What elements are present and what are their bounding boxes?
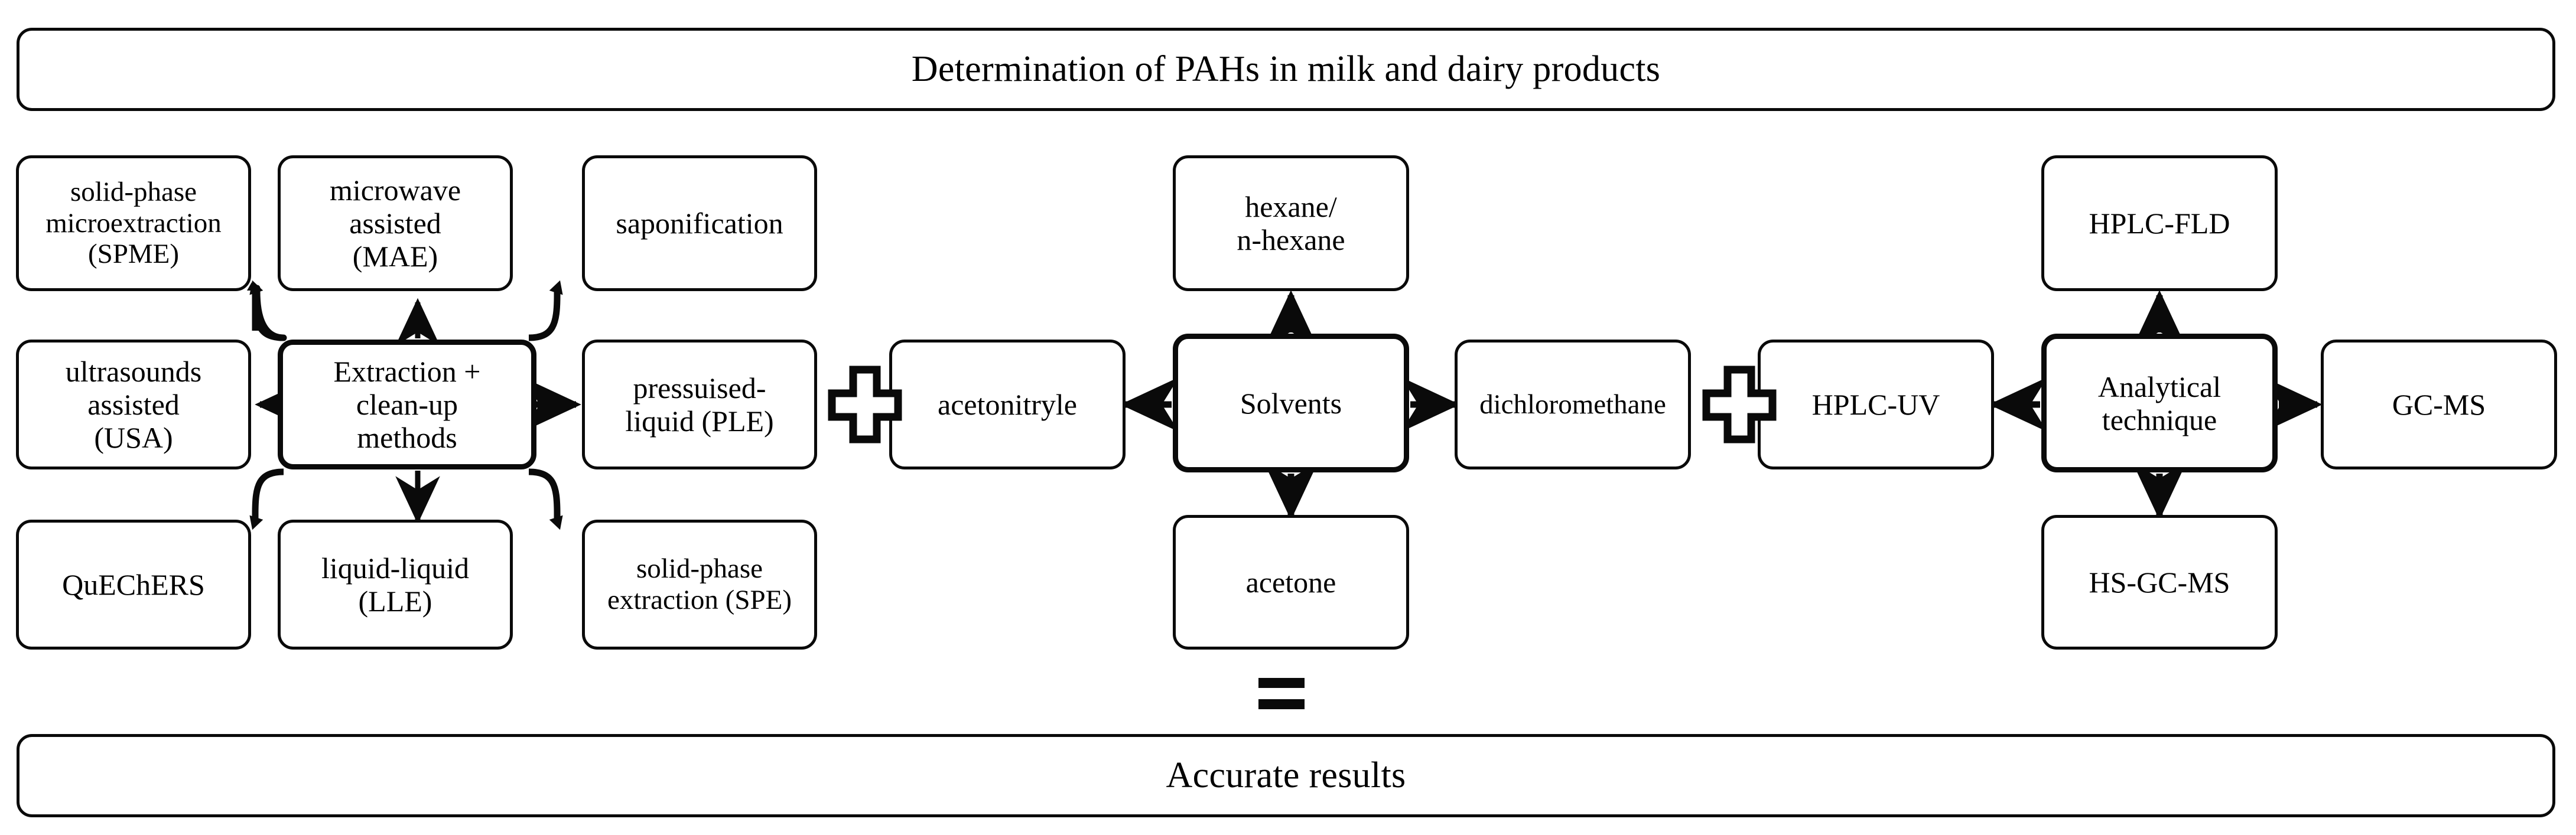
result-banner-label: Accurate results — [1166, 755, 1406, 796]
node-hs-gc-ms[interactable]: HS-GC-MS — [2041, 515, 2278, 650]
result-banner: Accurate results — [17, 734, 2555, 817]
node-usa-label: ultrasounds assisted (USA) — [65, 355, 202, 454]
equals-sign-icon — [1258, 678, 1305, 711]
node-lle[interactable]: liquid-liquid (LLE) — [278, 520, 513, 650]
node-solvents-hub-label: Solvents — [1240, 386, 1342, 420]
node-hplc-uv-label: HPLC-UV — [1811, 388, 1940, 421]
node-saponification-label: saponification — [616, 207, 783, 240]
arrow-extraction-to-spme — [247, 280, 287, 341]
node-hexane-label: hexane/ n-hexane — [1237, 190, 1345, 256]
node-acetonitryle[interactable]: acetonitryle — [889, 340, 1126, 469]
node-spe-label: solid-phase extraction (SPE) — [607, 553, 792, 615]
node-analysis-hub-label: Analytical technique — [2097, 370, 2222, 436]
node-spe[interactable]: solid-phase extraction (SPE) — [582, 520, 817, 650]
equals-bar-top — [1258, 678, 1305, 688]
node-ple-label: pressuised- liquid (PLE) — [625, 371, 774, 438]
node-hplc-uv[interactable]: HPLC-UV — [1758, 340, 1994, 469]
node-extraction-hub-label: Extraction + clean-up methods — [333, 355, 481, 454]
node-hplc-fld[interactable]: HPLC-FLD — [2041, 155, 2278, 291]
node-hs-gc-ms-label: HS-GC-MS — [2089, 566, 2230, 599]
node-lle-label: liquid-liquid (LLE) — [321, 552, 469, 618]
node-acetone[interactable]: acetone — [1173, 515, 1409, 650]
node-quechers-label: QuEChERS — [62, 568, 205, 601]
node-analysis-hub[interactable]: Analytical technique — [2041, 334, 2278, 472]
arrow-extraction-to-quechers — [249, 468, 284, 530]
arrow-extraction-to-saponification — [528, 280, 563, 341]
node-dichloromethane-label: dichloromethane — [1479, 389, 1666, 420]
node-spme[interactable]: solid-phase microextraction (SPME) — [16, 155, 251, 291]
node-mae[interactable]: microwave assisted (MAE) — [278, 155, 513, 291]
plus-sign-icon-left — [828, 366, 902, 443]
node-extraction-hub[interactable]: Extraction + clean-up methods — [278, 340, 536, 469]
node-mae-label: microwave assisted (MAE) — [329, 174, 461, 273]
node-acetonitryle-label: acetonitryle — [938, 388, 1077, 421]
plus-sign-icon-right — [1702, 366, 1777, 443]
node-saponification[interactable]: saponification — [582, 155, 817, 291]
node-ple[interactable]: pressuised- liquid (PLE) — [582, 340, 817, 469]
node-gc-ms[interactable]: GC-MS — [2321, 340, 2557, 469]
node-quechers[interactable]: QuEChERS — [16, 520, 251, 650]
title-banner: Determination of PAHs in milk and dairy … — [17, 28, 2555, 111]
page-title: Determination of PAHs in milk and dairy … — [911, 49, 1661, 90]
node-hexane[interactable]: hexane/ n-hexane — [1173, 155, 1409, 291]
node-spme-label: solid-phase microextraction (SPME) — [45, 177, 222, 270]
node-solvents-hub[interactable]: Solvents — [1173, 334, 1409, 472]
node-hplc-fld-label: HPLC-FLD — [2089, 207, 2230, 240]
arrow-extraction-to-spe — [528, 468, 563, 530]
node-acetone-label: acetone — [1245, 566, 1336, 599]
node-usa[interactable]: ultrasounds assisted (USA) — [16, 340, 251, 469]
node-gc-ms-label: GC-MS — [2392, 388, 2486, 421]
equals-bar-bottom — [1258, 699, 1305, 709]
node-dichloromethane[interactable]: dichloromethane — [1455, 340, 1691, 469]
